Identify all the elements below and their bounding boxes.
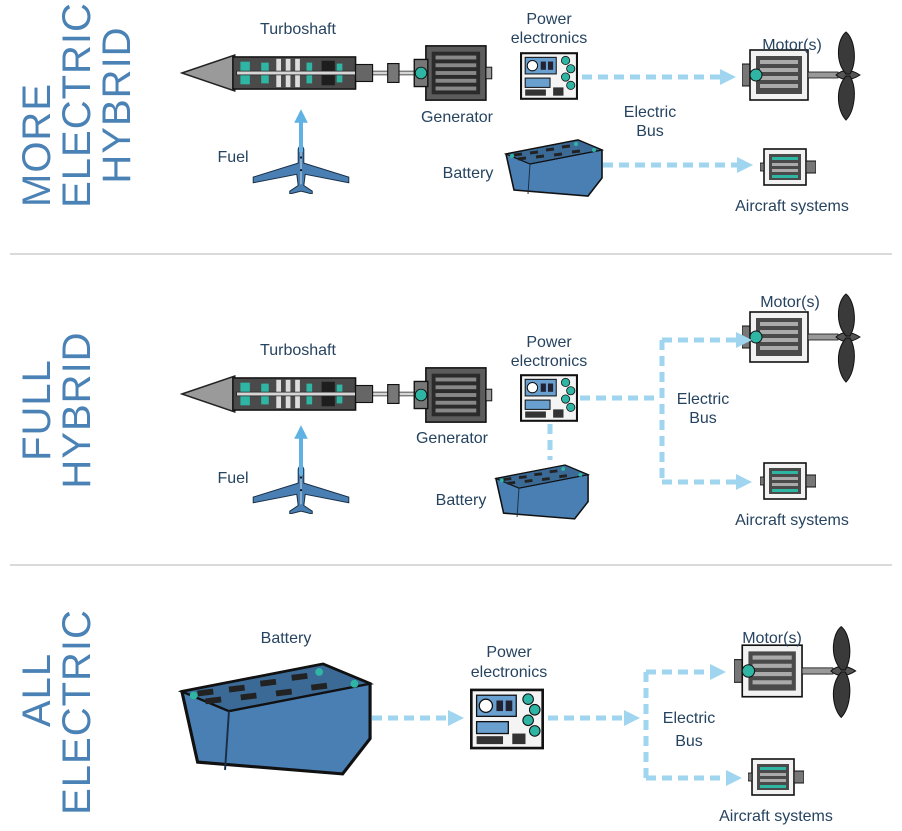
motors-label: Motor(s) (760, 294, 820, 311)
power-electronics-icon (470, 688, 544, 750)
aircraft-systems-label: Aircraft systems (735, 512, 849, 529)
section-title-line: HYBRID (55, 331, 99, 488)
aircraft-systems-icon (748, 758, 804, 796)
generator-label: Generator (421, 109, 494, 126)
aircraft-systems-icon (760, 148, 816, 186)
motors-label: Motor(s) (762, 37, 822, 54)
aircraft-systems-label: Aircraft systems (719, 808, 833, 825)
battery-icon (504, 138, 604, 198)
power-electronics-label: Power (526, 11, 572, 28)
battery-label: Battery (261, 630, 312, 647)
power-electronics-icon (520, 52, 578, 100)
power-electronics-label: electronics (511, 353, 587, 370)
power-electronics-label: electronics (511, 30, 587, 47)
electric-bus-label: Electric (663, 710, 715, 727)
battery-icon (494, 463, 590, 521)
power-electronics-icon (520, 374, 578, 422)
battery-icon (182, 664, 370, 774)
section-title-line: FULL (15, 359, 59, 461)
power-electronics-label: Power (526, 334, 572, 351)
electric-bus-label: Electric (677, 391, 729, 408)
section-title-line: ELECTRIC (55, 2, 99, 208)
turboshaft-icon (181, 375, 416, 413)
section-title-line: MORE (15, 83, 59, 207)
power-electronics-label: Power (486, 644, 532, 661)
generator-icon (413, 45, 493, 101)
battery-label: Battery (436, 492, 487, 509)
electric-bus-label: Bus (675, 733, 703, 750)
section-title-line: HYBRID (95, 26, 139, 183)
aircraft-systems-label: Aircraft systems (735, 198, 849, 215)
generator-icon (413, 367, 493, 423)
fuel-label: Fuel (217, 470, 248, 487)
generator-label: Generator (416, 430, 489, 447)
aircraft-systems-icon (760, 462, 816, 500)
turboshaft-label: Turboshaft (260, 21, 336, 38)
section-title-line: ELECTRIC (55, 609, 99, 815)
section-title-line: ALL (15, 653, 59, 727)
turboshaft-icon (181, 54, 416, 92)
motors-label: Motor(s) (742, 630, 802, 647)
fuel-label: Fuel (217, 149, 248, 166)
battery-label: Battery (443, 165, 494, 182)
section-more-electric-hybrid: MORE ELECTRIC HYBRID Turboshaft Generato… (15, 2, 861, 215)
electric-bus-label: Bus (689, 410, 717, 427)
power-electronics-label: electronics (471, 664, 547, 681)
turboshaft-label: Turboshaft (260, 342, 336, 359)
section-full-hybrid: FULL HYBRID Turboshaft Generator Power e… (15, 293, 861, 529)
section-all-electric: ALL ELECTRIC Battery Power electronics M… (15, 609, 857, 825)
electric-bus-label: Electric (624, 104, 676, 121)
electric-bus-label: Bus (636, 123, 664, 140)
